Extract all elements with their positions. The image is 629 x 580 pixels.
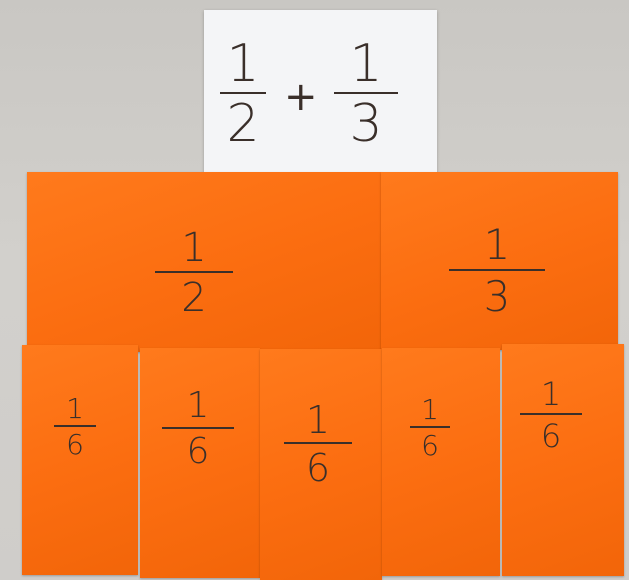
numerator: 1 xyxy=(541,378,561,410)
equation-fraction-left: 1 2 xyxy=(220,38,266,150)
equation-card: 1 2 + 1 3 xyxy=(204,10,437,180)
denominator: 3 xyxy=(484,276,511,318)
sixth-card: 1 6 xyxy=(382,348,500,576)
denominator: 6 xyxy=(187,434,210,470)
plus-sign: + xyxy=(284,74,318,120)
sixth-fraction: 1 6 xyxy=(284,401,352,487)
sixth-fraction: 1 6 xyxy=(54,395,96,459)
denominator: 2 xyxy=(226,98,259,150)
denominator: 6 xyxy=(541,420,561,452)
half-fraction: 1 2 xyxy=(155,228,233,318)
third-fraction: 1 3 xyxy=(449,224,545,318)
half-strip: 1 2 xyxy=(27,172,382,352)
numerator: 1 xyxy=(306,401,330,439)
denominator: 6 xyxy=(421,432,439,460)
numerator: 1 xyxy=(484,224,511,266)
sixth-fraction: 1 6 xyxy=(162,388,234,470)
sixth-card: 1 6 xyxy=(22,345,138,575)
numerator: 1 xyxy=(421,396,439,424)
numerator: 1 xyxy=(226,38,259,90)
numerator: 1 xyxy=(349,38,382,90)
numerator: 1 xyxy=(187,388,210,424)
equation-fraction-right: 1 3 xyxy=(334,38,398,150)
denominator: 6 xyxy=(306,449,330,487)
denominator: 6 xyxy=(66,431,84,459)
sixth-fraction: 1 6 xyxy=(410,396,450,460)
denominator: 3 xyxy=(349,98,382,150)
sixth-card: 1 6 xyxy=(140,348,260,578)
numerator: 1 xyxy=(66,395,84,423)
denominator: 2 xyxy=(181,278,206,318)
sixth-card: 1 6 xyxy=(260,349,382,580)
sixth-fraction: 1 6 xyxy=(520,378,582,452)
sixth-card: 1 6 xyxy=(502,344,624,576)
numerator: 1 xyxy=(181,228,206,268)
third-strip: 1 3 xyxy=(381,172,618,350)
